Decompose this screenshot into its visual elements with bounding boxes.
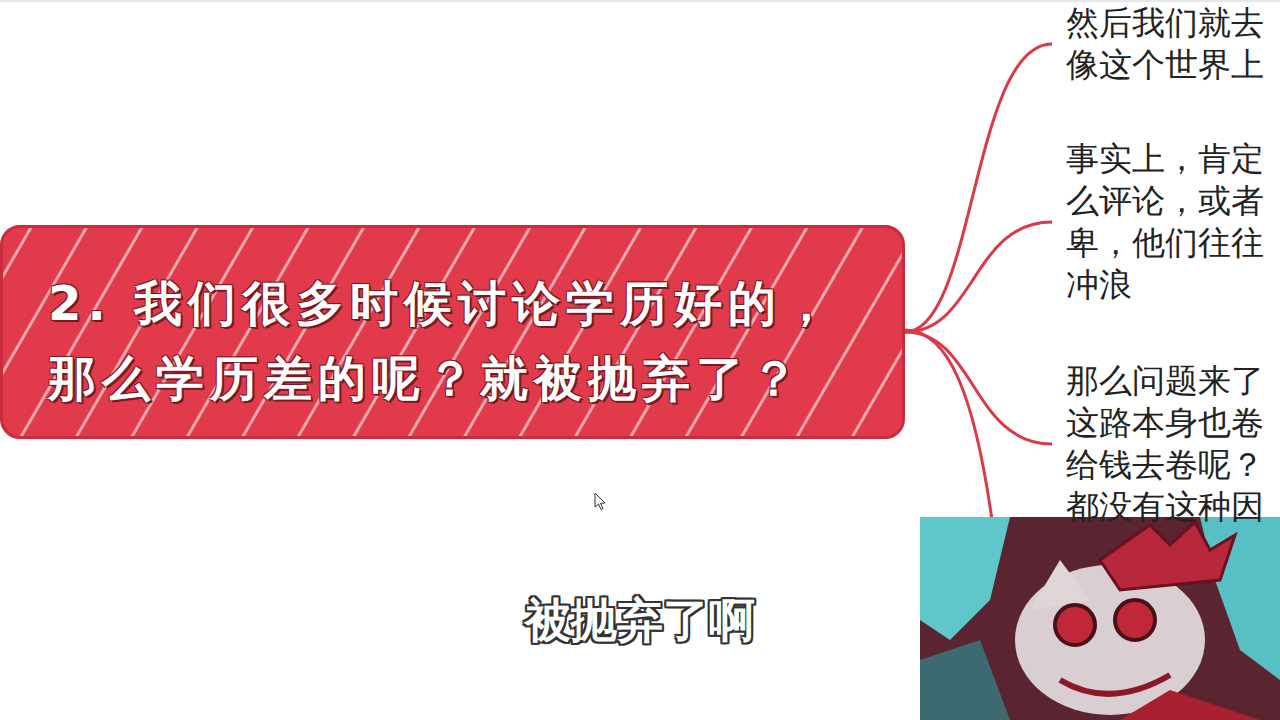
- branch-note: 然后我们就去 像这个世界上: [1066, 2, 1267, 86]
- ground-patch: [920, 640, 1010, 720]
- sky-patch: [1200, 517, 1280, 680]
- creature-mouth: [1060, 675, 1170, 694]
- top-rule: [0, 1, 1280, 2]
- topic-title: 2. 我们很多时候讨论学历好的，那么学历差的呢？就被抛弃了？: [48, 266, 848, 416]
- branch-note: 那么问题来了 这路本身也卷 给钱去卷呢？ 都没有这种因: [1066, 360, 1267, 528]
- note-text: 然后我们就去 像这个世界上: [1066, 2, 1267, 86]
- note-text: 那么问题来了 这路本身也卷 给钱去卷呢？ 都没有这种因: [1066, 360, 1267, 528]
- branch-line: [905, 332, 1052, 444]
- note-text: 事实上，肯定 么评论，或者 卑，他们往往 冲浪: [1066, 138, 1267, 306]
- hidden-branch: [905, 330, 992, 520]
- mouse-cursor: [595, 493, 605, 510]
- branch-note: 事实上，肯定 么评论，或者 卑，他们往往 冲浪: [1066, 138, 1267, 306]
- subtitle-text: 被抛弃了啊: [525, 593, 755, 647]
- cloak: [1120, 690, 1260, 720]
- branch-line: [905, 222, 1052, 332]
- subtitle-bar: 被抛弃了啊: [0, 590, 1280, 652]
- thumbnail-ground: [920, 517, 1280, 720]
- sky-patch: [920, 517, 1010, 640]
- topic-box: 2. 我们很多时候讨论学历好的，那么学历差的呢？就被抛弃了？: [0, 225, 905, 439]
- branch-line: [905, 44, 1052, 332]
- goggle: [1055, 605, 1095, 645]
- creature-ear: [1030, 560, 1090, 610]
- crown: [1100, 522, 1235, 590]
- goggle: [1115, 600, 1155, 640]
